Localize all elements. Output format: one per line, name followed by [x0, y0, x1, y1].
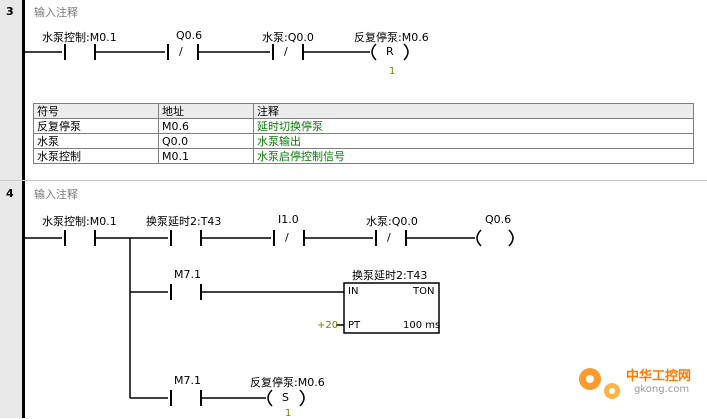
symbol-cell: 水泵控制 [33, 148, 159, 164]
watermark-url: gkong.com [634, 384, 690, 395]
timer-pt-pin: PT [348, 320, 361, 331]
n3-coil-label[interactable]: 反复停泵:M0.6 [354, 31, 429, 44]
network4-comment[interactable]: 输入注释 [34, 188, 78, 201]
address-cell: M0.6 [158, 118, 254, 134]
table-row[interactable]: 水泵控制 M0.1 水泵启停控制信号 [33, 148, 694, 164]
comment-cell: 水泵输出 [253, 133, 694, 149]
watermark-brand: 中华工控网 [626, 369, 692, 384]
network4-gutter [0, 181, 22, 418]
n4-contact5-label[interactable]: M7.1 [174, 268, 201, 281]
n4-contact3-nc-glyph: / [285, 231, 289, 244]
n3-contact3-label[interactable]: 水泵:Q0.0 [262, 31, 314, 44]
network4-number[interactable]: 4 [6, 187, 14, 200]
symbol-table-header: 符号 地址 注释 [33, 103, 694, 119]
n4-contact4-nc-glyph: / [387, 231, 391, 244]
gkong-gear-logo [579, 368, 620, 399]
comment-cell: 延时切换停泵 [253, 118, 694, 134]
n4-contact4-label[interactable]: 水泵:Q0.0 [366, 215, 418, 228]
header-comment: 注释 [253, 103, 694, 119]
n3-coil-count: 1 [389, 66, 396, 77]
n4-coil2-set-glyph: S [282, 391, 289, 404]
n4-coil2-count: 1 [285, 408, 292, 419]
n4-coil1-label[interactable]: Q0.6 [485, 213, 512, 226]
n4-coil2-label[interactable]: 反复停泵:M0.6 [250, 376, 325, 389]
symbol-table: 符号 地址 注释 反复停泵 M0.6 延时切换停泵 水泵 Q0.0 水泵输出 水… [33, 103, 694, 164]
n3-contact2-label[interactable]: Q0.6 [176, 29, 203, 42]
header-address: 地址 [158, 103, 254, 119]
network3-comment[interactable]: 输入注释 [34, 6, 78, 19]
timer-label[interactable]: 换泵延时2:T43 [352, 269, 428, 282]
header-symbol: 符号 [33, 103, 159, 119]
symbol-cell: 水泵 [33, 133, 159, 149]
table-row[interactable]: 水泵 Q0.0 水泵输出 [33, 133, 694, 149]
address-cell: M0.1 [158, 148, 254, 164]
address-cell: Q0.0 [158, 133, 254, 149]
comment-cell: 水泵启停控制信号 [253, 148, 694, 164]
table-row[interactable]: 反复停泵 M0.6 延时切换停泵 [33, 118, 694, 134]
network3-gutter [0, 0, 22, 180]
timer-pt-value[interactable]: +20 [317, 320, 339, 331]
timer-type: TON [413, 286, 435, 297]
network4-left-rail [22, 181, 25, 418]
n3-contact3-nc-glyph: / [284, 45, 288, 58]
n3-contact1-label[interactable]: 水泵控制:M0.1 [42, 31, 117, 44]
n3-coil-reset-glyph: R [386, 45, 394, 58]
timer-in-pin: IN [348, 286, 359, 297]
network3-number[interactable]: 3 [6, 5, 14, 18]
n4-contact6-label[interactable]: M7.1 [174, 374, 201, 387]
n3-contact2-nc-glyph: / [179, 45, 183, 58]
network-separator [0, 180, 707, 181]
timer-resolution: 100 ms [403, 320, 441, 331]
n4-contact3-label[interactable]: I1.0 [278, 213, 299, 226]
symbol-cell: 反复停泵 [33, 118, 159, 134]
n4-contact2-label[interactable]: 换泵延时2:T43 [146, 215, 222, 228]
network3-left-rail [22, 0, 25, 180]
n4-contact1-label[interactable]: 水泵控制:M0.1 [42, 215, 117, 228]
timer-box[interactable] [343, 282, 440, 334]
